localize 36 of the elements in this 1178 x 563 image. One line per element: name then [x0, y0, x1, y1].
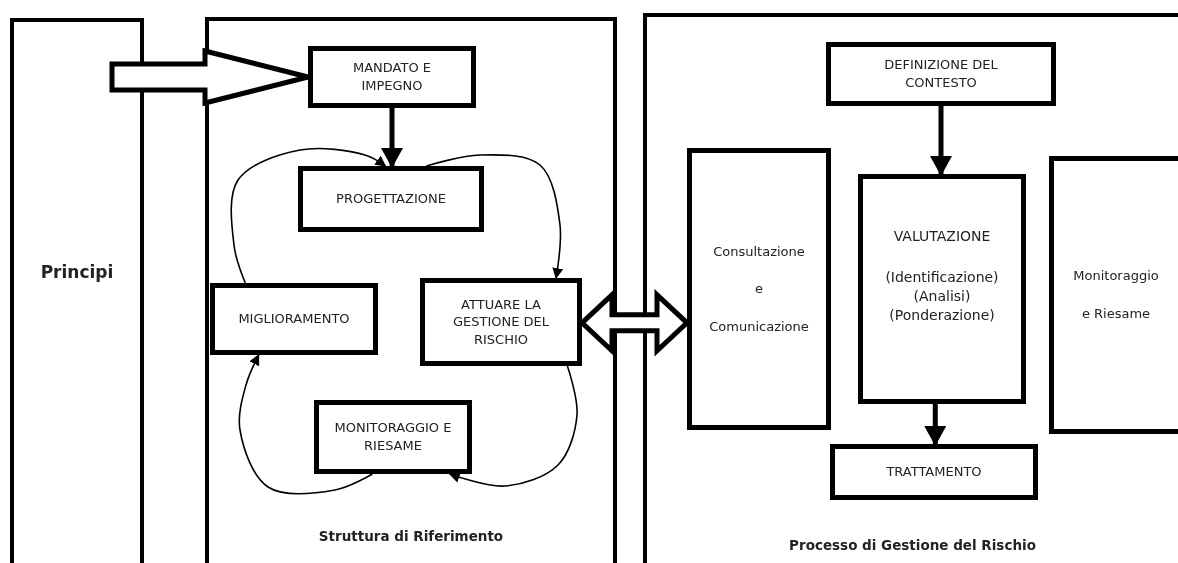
panel-heading: Processo di Gestione del Rischio	[788, 536, 1037, 555]
box-note: (Identificazione) (Analisi) (Ponderazione)	[884, 267, 1000, 325]
panel-heading: Struttura di Riferimento	[317, 527, 505, 546]
curved-arrow	[230, 147, 387, 284]
process-box	[298, 166, 484, 232]
box-label: ATTUARE LA GESTIONE DEL RISCHIO	[451, 295, 551, 349]
process-box	[1049, 156, 1178, 434]
process-panel	[643, 13, 1178, 563]
arrow	[931, 106, 951, 176]
box-label: Consultazione	[713, 242, 805, 261]
curved-arrow	[238, 354, 374, 495]
box-label: Principi	[40, 261, 114, 284]
process-box	[830, 444, 1038, 500]
box-label: VALUTAZIONE	[893, 227, 991, 246]
curved-arrow	[425, 154, 564, 280]
box-label: PROGETTAZIONE	[336, 190, 446, 208]
box-label: DEFINIZIONE DEL CONTESTO	[883, 56, 999, 92]
box-label: TRATTAMENTO	[886, 463, 982, 481]
box-label: MANDATO E IMPEGNO	[352, 59, 432, 95]
box-label: e	[755, 280, 763, 298]
box-label: MONITORAGGIO E RIESAME	[334, 419, 452, 455]
box-label: Monitoraggio	[1073, 267, 1159, 285]
box-label: Comunicazione	[709, 317, 809, 336]
process-box	[858, 174, 1026, 404]
box-label: e Riesame	[1081, 305, 1151, 323]
process-box	[210, 283, 378, 355]
process-box	[420, 278, 582, 366]
arrow	[925, 404, 946, 446]
process-box	[687, 148, 831, 430]
block-arrow	[109, 47, 311, 107]
arrow	[382, 108, 402, 168]
box-label: MIGLIORAMENTO	[238, 310, 350, 328]
process-box	[826, 42, 1056, 106]
curved-arrow	[448, 365, 578, 487]
process-box	[314, 400, 472, 474]
process-box	[308, 46, 476, 108]
